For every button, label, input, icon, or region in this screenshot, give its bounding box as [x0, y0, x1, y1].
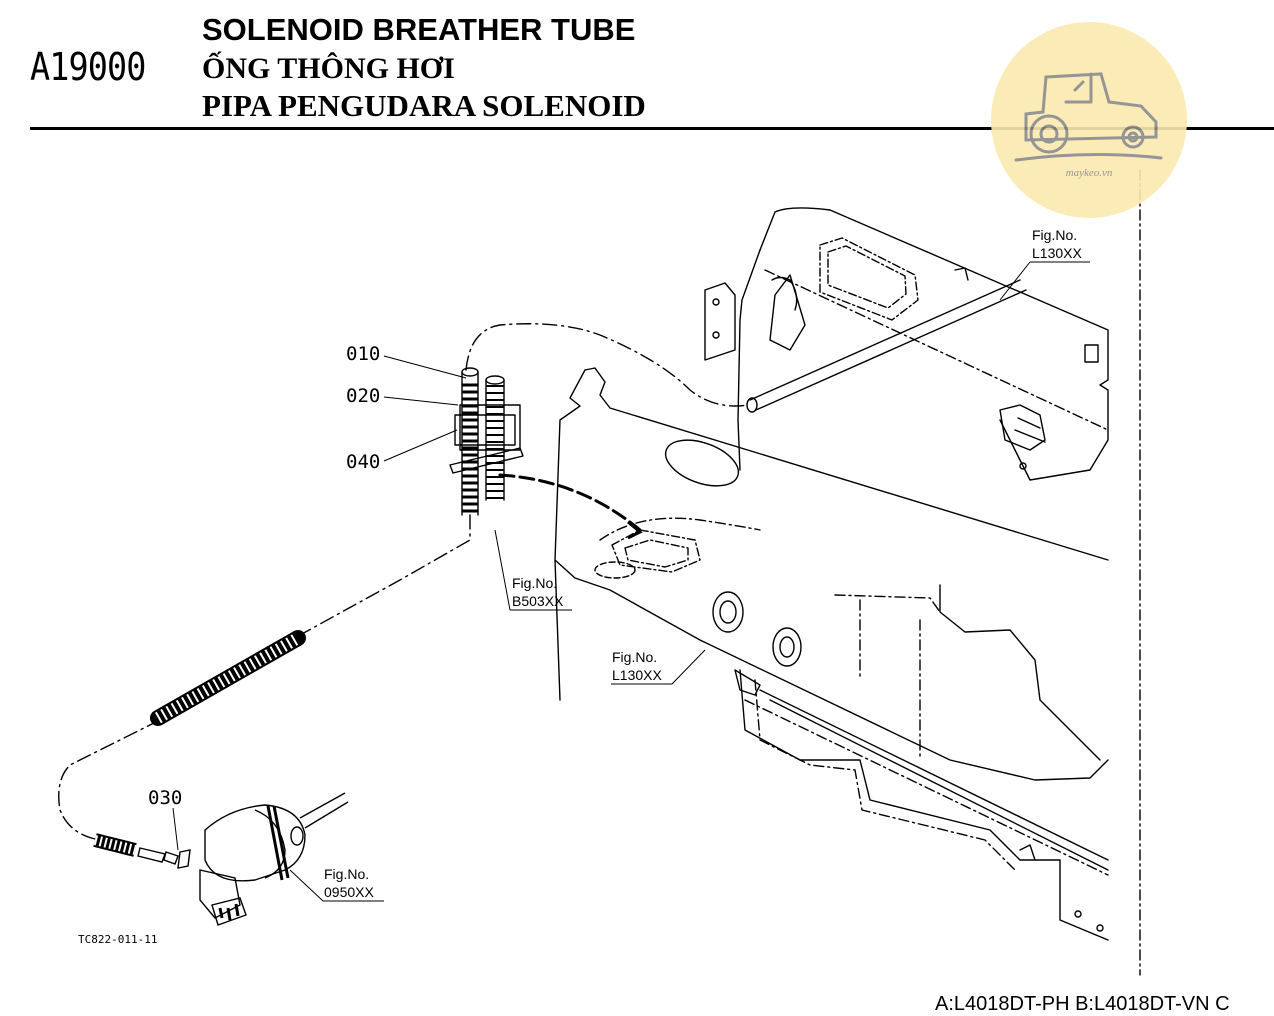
protector-spring: [150, 630, 306, 726]
title-english: SOLENOID BREATHER TUBE: [202, 12, 636, 47]
frame-outline: [759, 207, 1109, 481]
fig-ref-l130-mid: L130XX: [612, 667, 662, 683]
breather-pipe: [749, 279, 1027, 411]
clamp-coils: [462, 383, 504, 513]
grommet-2: [772, 627, 802, 667]
slot-hole: [664, 439, 740, 487]
tube-route: [465, 323, 749, 407]
logo-watermark: maykeo.vn: [991, 22, 1187, 218]
part-label-030: 030: [148, 787, 182, 809]
leader-lines: [172, 261, 1090, 902]
fig-label-mid: Fig.No.: [612, 649, 657, 665]
title-vietnamese: ỐNG THÔNG HƠI: [202, 52, 455, 85]
tractor-icon: [1014, 72, 1163, 162]
fig-ref-b503: B503XX: [512, 593, 564, 609]
logo-text: maykeo.vn: [1065, 167, 1113, 179]
fig-ref-l130-top: L130XX: [1032, 245, 1082, 261]
section-code: A19000: [30, 45, 146, 89]
fig-label-b503: Fig.No.: [512, 575, 557, 591]
header-rule: [30, 127, 1274, 130]
solenoid-bands: [218, 805, 290, 921]
model-footer: A:L4018DT-PH B:L4018DT-VN C: [935, 993, 1230, 1015]
fig-label-top: Fig.No.: [1032, 227, 1077, 243]
drawing-code: TC822-011-11: [78, 933, 157, 946]
bracket-plate: [554, 367, 1109, 781]
part-label-010: 010: [346, 343, 380, 365]
grommet-1: [712, 591, 744, 633]
solenoid-assembly: [93, 792, 349, 926]
part-label-020: 020: [346, 385, 380, 407]
fig-label-0950: Fig.No.: [324, 866, 369, 882]
fig-ref-0950: 0950XX: [324, 884, 374, 900]
title-malay: PIPA PENGUDARA SOLENOID: [202, 88, 646, 123]
part-label-040: 040: [346, 451, 380, 473]
